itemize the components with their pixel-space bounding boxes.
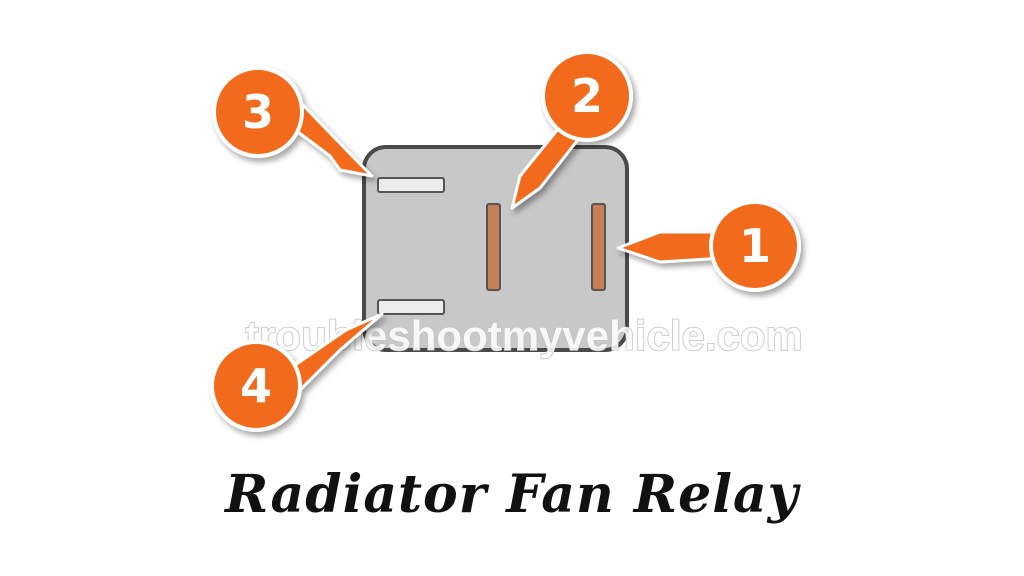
callout-1-circle xyxy=(709,200,801,292)
terminal-3 xyxy=(377,177,445,193)
callout-3: 3 xyxy=(212,66,374,178)
callout-3-circle xyxy=(212,66,304,158)
callout-3-number: 3 xyxy=(242,85,274,139)
callout-4-circle xyxy=(210,340,302,432)
callout-1: 1 xyxy=(616,200,801,292)
callout-2-number: 2 xyxy=(571,69,603,123)
diagram-title: Radiator Fan Relay xyxy=(225,464,799,525)
callout-4: 4 xyxy=(210,312,384,432)
callout-2: 2 xyxy=(510,50,633,210)
callout-1-arrow xyxy=(616,230,726,264)
terminal-1 xyxy=(591,203,606,291)
terminal-4 xyxy=(377,299,445,315)
callout-1-number: 1 xyxy=(739,219,771,273)
callout-4-number: 4 xyxy=(240,359,272,413)
terminal-2 xyxy=(486,203,501,291)
callout-2-circle xyxy=(541,50,633,142)
